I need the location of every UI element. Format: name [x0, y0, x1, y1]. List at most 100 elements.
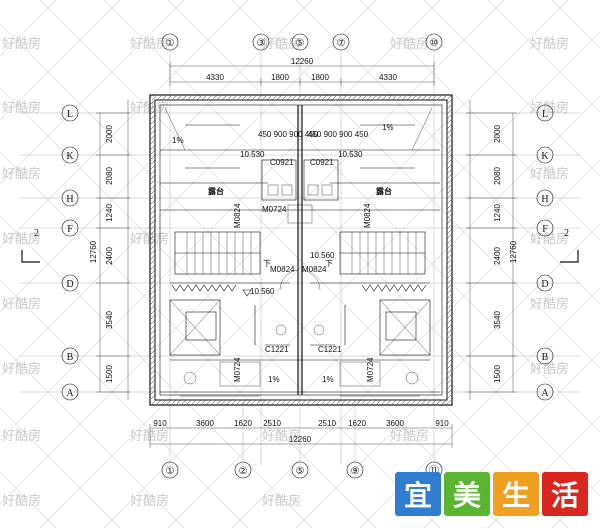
elevation-label: 10.560 [310, 251, 335, 260]
axis-label: ② [239, 466, 248, 477]
dimension-text: 1500 [493, 365, 502, 383]
small-dims: 450 900 900 450 [308, 130, 369, 139]
watermark-text: 好酷房 [530, 100, 569, 116]
axis-label: A [66, 388, 74, 399]
dimension-total: 12760 [509, 240, 518, 263]
party-wall [297, 105, 303, 395]
dimension-text: 4330 [379, 73, 397, 82]
watermark-text: 好酷房 [2, 493, 41, 509]
watermark-text: 好酷房 [530, 231, 569, 247]
axis-label: F [67, 224, 73, 235]
axis-label: ① [166, 38, 175, 49]
axis-label: K [541, 151, 549, 162]
small-dims: 450 900 900 450 [258, 130, 319, 139]
axis-label: L [67, 109, 73, 120]
dimension-text: 4330 [206, 73, 224, 82]
watermark-text: 好酷房 [130, 493, 169, 509]
dimension-text: 1800 [311, 73, 329, 82]
axis-label: F [542, 224, 548, 235]
watermark-text: 好酷房 [530, 36, 569, 52]
axis-label: ⑨ [351, 466, 360, 477]
left-axis-bubbles: L K H F D B A [61, 104, 79, 401]
dimension-text: 2510 [318, 419, 336, 428]
dimension-text: 1620 [234, 419, 252, 428]
watermark-text: 好酷房 [2, 296, 41, 312]
bottom-steps [160, 391, 440, 397]
dimension-text: 3600 [196, 419, 214, 428]
door-label: M0724 [262, 205, 287, 214]
section-mark-right: 2 [564, 228, 569, 239]
axis-label: ③ [257, 38, 266, 49]
dimension-text: 910 [435, 419, 449, 428]
dimension-total: 12260 [291, 57, 314, 66]
elevation-label: 10.560 [250, 287, 275, 296]
door-label: M0824 [363, 203, 372, 228]
logo-char: 美 [444, 472, 490, 516]
down-label: 下 [263, 259, 271, 268]
dimension-text: 3540 [493, 311, 502, 329]
elevation-label: 10.530 [240, 150, 265, 159]
watermark-text: 好酷房 [262, 36, 301, 52]
dimension-text: 1240 [493, 204, 502, 222]
bottom-dimensions: 910 3600 1620 2510 2510 1620 3600 910 12… [149, 419, 453, 448]
dimension-text: 2000 [105, 125, 114, 143]
dimension-text: 1500 [105, 365, 114, 383]
dimension-text: 2510 [263, 419, 281, 428]
mid-labels: 10.560 10.560 M0824 M0824 下 下 [250, 251, 335, 296]
left-dimensions: 2000 2080 1240 2400 3540 1500 12760 [89, 100, 130, 400]
window-label: C0921 [270, 158, 294, 167]
axis-label: K [66, 151, 74, 162]
dimension-text: 1240 [105, 204, 114, 222]
elevation-label: 10.530 [338, 150, 363, 159]
down-label: 下 [325, 259, 333, 268]
watermark-text: 好酷房 [390, 36, 429, 52]
terrace-label: 露台 [376, 186, 392, 196]
dimension-text: 2400 [493, 247, 502, 265]
watermark-text: 好酷房 [390, 428, 429, 444]
lower-rooms: C1221 C1221 M0724 M0724 1% 1% [169, 299, 431, 387]
watermark-text: 好酷房 [262, 428, 301, 444]
axis-label: H [541, 194, 548, 205]
central-openings: C0921 C0921 M0724 M0824 M0824 [233, 158, 372, 228]
watermark-text: 好酷房 [2, 166, 41, 182]
railings [170, 282, 430, 297]
top-axis-bubbles: ① ③ ⑤ ⑦ ⑩ [161, 33, 443, 51]
right-axis-bubbles: L K H F D B A [536, 104, 554, 401]
watermark-text: 好酷房 [2, 428, 41, 444]
axis-label: D [541, 279, 548, 290]
terrace-label: 露台 [208, 186, 224, 196]
axis-label: B [542, 352, 549, 363]
door-label: M0824 [270, 265, 295, 274]
watermark-text: 好酷房 [130, 428, 169, 444]
brand-logo: 宜 美 生 活 [395, 472, 590, 520]
window-label: C1221 [318, 345, 342, 354]
axis-label: L [542, 109, 548, 120]
slope-label: 1% [382, 123, 394, 132]
axis-label: ① [166, 466, 175, 477]
watermark-text: 好酷房 [530, 166, 569, 182]
slope-label: 1% [268, 375, 280, 384]
right-dimensions: 2000 2080 1240 2400 3540 1500 12760 [466, 100, 518, 400]
watermarks: 好酷房 好酷房 好酷房 好酷房 好酷房 好酷房 好酷房 好酷房 好酷房 好酷房 … [2, 36, 569, 509]
dimension-text: 2080 [493, 167, 502, 185]
logo-char: 生 [493, 472, 539, 516]
watermark-text: 好酷房 [2, 100, 41, 116]
logo-char: 宜 [395, 472, 441, 516]
dimension-text: 2000 [493, 125, 502, 143]
axis-label: A [541, 388, 549, 399]
watermark-text: 好酷房 [2, 36, 41, 52]
axis-label: ⑩ [430, 38, 439, 49]
axis-label: ⑪ [429, 465, 439, 477]
axis-label: ⑤ [296, 38, 305, 49]
slope-label: 1% [172, 136, 184, 145]
staircases [174, 231, 426, 275]
dimension-total: 12760 [89, 240, 98, 263]
section-mark-left: 2 [34, 228, 39, 239]
top-dimensions: 12260 4330 1800 1800 4330 [169, 57, 435, 86]
watermark-text: 好酷房 [130, 36, 169, 52]
dimension-text: 2400 [105, 247, 114, 265]
axis-label: ⑦ [337, 38, 346, 49]
axis-label: B [67, 352, 74, 363]
